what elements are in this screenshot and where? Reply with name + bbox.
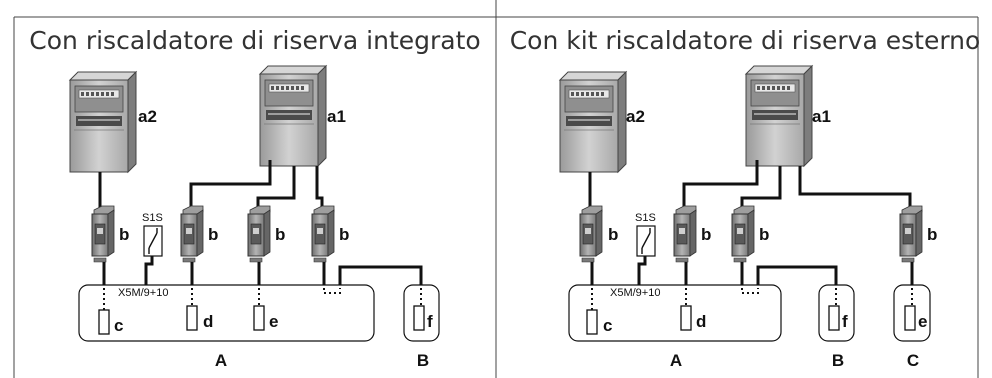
wire-a1-3 (315, 166, 324, 210)
switch-s1s-icon (143, 225, 163, 257)
breaker-icon (579, 205, 603, 263)
wire-a1-2 (256, 166, 296, 210)
unit-label-b: B (417, 351, 429, 370)
breaker-icon (311, 205, 335, 263)
component-e-icon (253, 305, 265, 331)
component-d-icon (680, 305, 692, 331)
breaker-icon (673, 205, 697, 263)
switch-label: S1S (635, 212, 656, 224)
component-label-c: c (114, 316, 123, 335)
meter-a1-icon (259, 65, 327, 167)
meter-a2-icon (69, 71, 137, 173)
unit-label-c: C (907, 351, 919, 370)
wire-to-b (756, 265, 838, 285)
breaker-label: b (275, 225, 285, 244)
wire-to-b (338, 265, 423, 285)
wire-a1-1 (682, 160, 759, 210)
panel-title: Con kit riscaldatore di riserva esterno (510, 26, 981, 55)
component-label-f: f (842, 312, 848, 331)
breaker-label: b (339, 225, 349, 244)
component-label-e: e (269, 312, 278, 331)
breaker-icon (91, 205, 115, 263)
component-d-icon (186, 305, 198, 331)
wire-s1s (144, 256, 154, 285)
unit-b-box (818, 284, 855, 342)
panel-title: Con riscaldatore di riserva integrato (29, 26, 480, 55)
switch-s1s-icon (636, 225, 656, 257)
unit-b-box (403, 284, 440, 342)
component-label-e: e (918, 312, 927, 331)
wire-a1-1 (189, 160, 272, 210)
component-label-f: f (427, 312, 433, 331)
meter-label-a1: a1 (812, 107, 831, 126)
panel-integrated-backup-heater: Con riscaldatore di riserva integrato a2… (29, 26, 480, 370)
unit-c-box (893, 284, 931, 342)
meter-a2-icon (559, 71, 627, 173)
meter-label-a1: a1 (327, 107, 346, 126)
breaker-icon (180, 205, 204, 263)
breaker-label: b (759, 225, 769, 244)
terminal-label: X5M/9+10 (610, 287, 660, 299)
component-label-d: d (203, 312, 213, 331)
unit-a-box (568, 284, 782, 342)
breaker-icon (899, 205, 923, 263)
component-label-d: d (696, 312, 706, 331)
component-e-icon (904, 305, 916, 331)
breaker-label: b (927, 225, 937, 244)
component-c-icon (586, 309, 598, 335)
breaker-label: b (208, 225, 218, 244)
meter-label-a2: a2 (138, 107, 157, 126)
component-label-c: c (603, 316, 612, 335)
unit-label-a: A (215, 351, 227, 370)
wire-a1-2 (740, 166, 782, 210)
wire-s1s (637, 256, 647, 285)
breaker-label: b (701, 225, 711, 244)
switch-label: S1S (142, 212, 163, 224)
meter-label-a2: a2 (626, 107, 645, 126)
meter-a1-icon (745, 65, 813, 167)
breaker-label: b (119, 225, 129, 244)
breaker-label: b (608, 225, 618, 244)
panel-external-backup-heater-kit: Con kit riscaldatore di riserva esterno … (510, 26, 981, 370)
unit-label-a: A (670, 351, 682, 370)
terminal-label: X5M/9+10 (118, 287, 168, 299)
unit-label-b: B (832, 351, 844, 370)
wire-a1-3 (798, 166, 912, 210)
breaker-icon (731, 205, 755, 263)
component-f-icon (828, 305, 840, 331)
unit-a-box (78, 284, 375, 342)
component-c-icon (98, 309, 110, 335)
breaker-icon (247, 205, 271, 263)
component-f-icon (413, 305, 425, 331)
